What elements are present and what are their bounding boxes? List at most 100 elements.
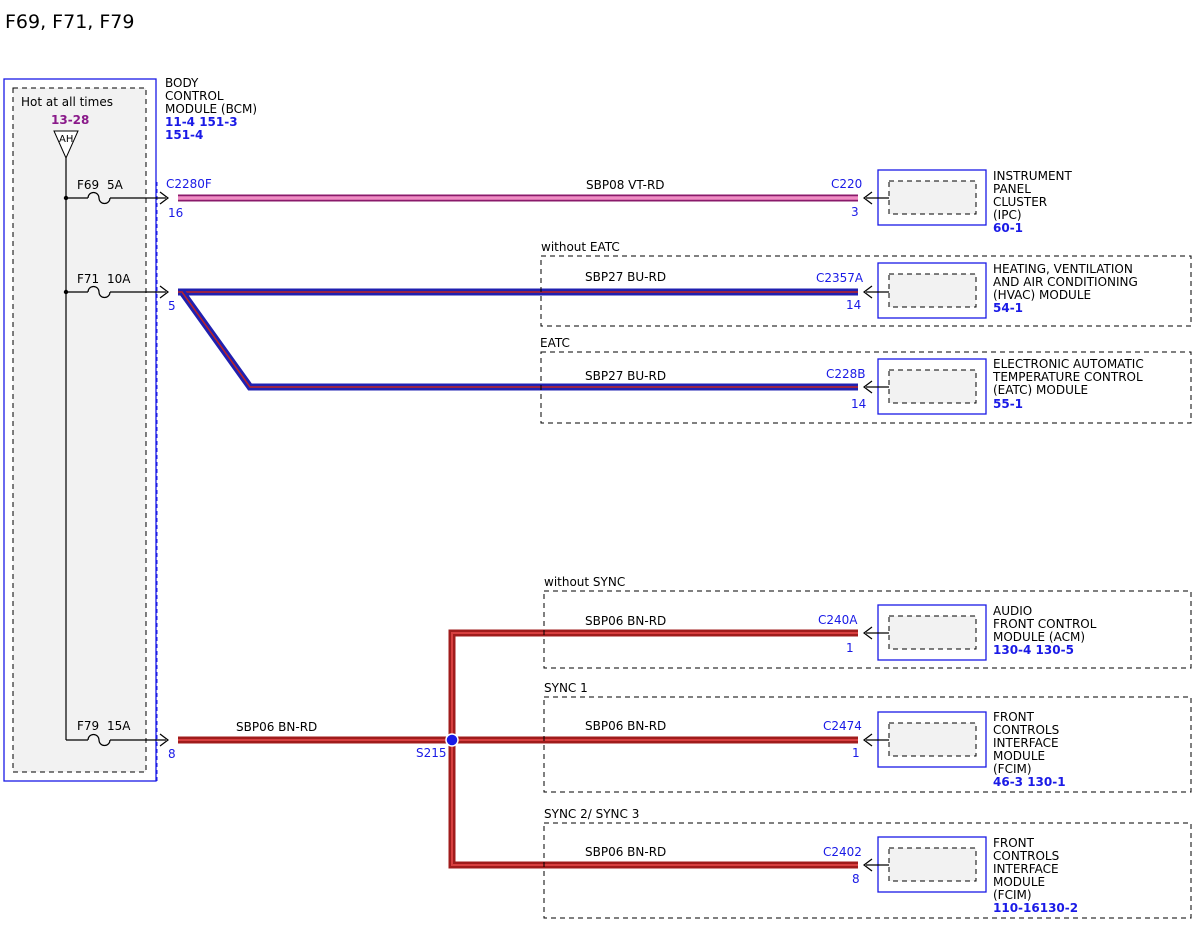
module-fcim2-name-4: MODULE <box>993 875 1045 889</box>
module-acm-inner <box>888 615 977 650</box>
module-acm[interactable] <box>863 604 987 661</box>
wire-label-acm: SBP06 BN-RD <box>585 614 666 628</box>
module-ipc[interactable] <box>863 169 987 226</box>
connector-fcim1-label[interactable]: C2474 <box>823 719 862 733</box>
fuse-f69-rating: 5A <box>107 178 124 192</box>
connector-eatc-pin: 14 <box>851 397 866 411</box>
group-label-hvac: without EATC <box>541 240 620 254</box>
module-ipc-name-4: (IPC) <box>993 208 1022 222</box>
hot-at-all-times-box <box>12 87 147 773</box>
wire-label-fcim1: SBP06 BN-RD <box>585 719 666 733</box>
module-fcim-sync1[interactable] <box>863 711 987 768</box>
connector-ipc-pin: 3 <box>851 205 859 219</box>
module-acm-name-2: FRONT CONTROL <box>993 617 1097 631</box>
bcm-name-line-2: CONTROL <box>165 89 224 103</box>
bcm-ref-line-1[interactable]: 11-4 151-3 <box>165 115 238 129</box>
module-ipc-name-3: CLUSTER <box>993 195 1047 209</box>
fuse-f71-icon <box>87 285 111 299</box>
module-fcim1-name-2: CONTROLS <box>993 723 1059 737</box>
module-ipc-ref[interactable]: 60-1 <box>993 221 1023 235</box>
bcm-name-line-1: BODY <box>165 76 199 90</box>
hot-ref-link[interactable]: 13-28 <box>51 113 89 127</box>
wire-label-hvac: SBP27 BU-RD <box>585 270 666 284</box>
group-label-fcim1: SYNC 1 <box>544 681 588 695</box>
fuse-f71-id: F71 <box>77 272 99 286</box>
connector-hvac-pin: 14 <box>846 298 861 312</box>
module-fcim1-name-3: INTERFACE <box>993 736 1059 750</box>
wire-f79 <box>178 629 858 869</box>
module-fcim1-name-1: FRONT <box>993 710 1035 724</box>
wire-label-ipc: SBP08 VT-RD <box>586 178 665 192</box>
module-fcim1-ref[interactable]: 46-3 130-1 <box>993 775 1066 789</box>
splice-s215-label[interactable]: S215 <box>416 746 447 760</box>
connector-acm-label[interactable]: C240A <box>818 613 858 627</box>
bcm-ref-line-2[interactable]: 151-4 <box>165 128 203 142</box>
wire-label-eatc: SBP27 BU-RD <box>585 369 666 383</box>
module-hvac-ref[interactable]: 54-1 <box>993 301 1023 315</box>
bcm-pin-f71: 5 <box>168 299 176 313</box>
connector-eatc-label[interactable]: C228B <box>826 367 866 381</box>
wire-eatc-stripe <box>181 291 858 388</box>
pin-arrow-f71-icon <box>159 285 169 299</box>
wire-label-f79: SBP06 BN-RD <box>236 720 317 734</box>
module-ipc-name-1: INSTRUMENT <box>993 169 1072 183</box>
bcm-outline <box>3 78 157 782</box>
group-label-acm: without SYNC <box>544 575 625 589</box>
module-eatc[interactable] <box>863 358 987 415</box>
fuse-f79-rating: 15A <box>107 719 131 733</box>
connector-acm-pin: 1 <box>846 641 854 655</box>
bcm-module: Hot at all times 13-28 AH BODY CONTROL M… <box>3 76 257 782</box>
module-eatc-ref[interactable]: 55-1 <box>993 397 1023 411</box>
wire-eatc-outer <box>179 289 858 391</box>
module-acm-name-1: AUDIO <box>993 604 1032 618</box>
splice-s215-dot[interactable] <box>445 733 459 747</box>
module-acm-ref[interactable]: 130-4 130-5 <box>993 643 1074 657</box>
module-fcim2-inner <box>888 847 977 882</box>
wire-f71 <box>178 288 858 391</box>
group-box-eatc <box>540 351 1192 424</box>
module-fcim2-name-3: INTERFACE <box>993 862 1059 876</box>
connector-hvac-label[interactable]: C2357A <box>816 271 864 285</box>
fuse-f79: F79 15A <box>66 719 169 747</box>
module-ipc-name-2: PANEL <box>993 182 1031 196</box>
module-eatc-name-1: ELECTRONIC AUTOMATIC <box>993 357 1144 371</box>
pin-arrow-f69-icon <box>159 191 169 205</box>
module-eatc-inner <box>888 369 977 404</box>
module-eatc-name-2: TEMPERATURE CONTROL <box>992 370 1143 384</box>
fuse-f69: F69 5A <box>66 178 169 205</box>
bcm-pin-f79: 8 <box>168 747 176 761</box>
module-ipc-inner <box>888 180 977 215</box>
connector-acm-arrow-icon <box>863 626 873 640</box>
pin-arrow-f79-icon <box>159 733 169 747</box>
connector-ipc-label[interactable]: C220 <box>831 177 862 191</box>
connector-fcim2-label[interactable]: C2402 <box>823 845 862 859</box>
module-fcim-sync2-sync3[interactable] <box>863 836 987 893</box>
module-fcim1-name-4: MODULE <box>993 749 1045 763</box>
bcm-pin-f69: 16 <box>168 206 183 220</box>
module-hvac-name-2: AND AIR CONDITIONING <box>993 275 1138 289</box>
module-hvac-name-1: HEATING, VENTILATION <box>993 262 1133 276</box>
group-box-fcim2 <box>543 822 1192 919</box>
module-fcim2-name-2: CONTROLS <box>993 849 1059 863</box>
fuse-f69-icon <box>87 191 111 205</box>
module-eatc-name-3: (EATC) MODULE <box>993 383 1088 397</box>
module-hvac-inner <box>888 273 977 308</box>
connector-fcim1-arrow-icon <box>863 733 873 747</box>
wire-label-fcim2: SBP06 BN-RD <box>585 845 666 859</box>
module-hvac[interactable] <box>863 262 987 319</box>
module-acm-name-3: MODULE (ACM) <box>993 630 1085 644</box>
connector-eatc-arrow-icon <box>863 380 873 394</box>
connector-fcim2-arrow-icon <box>863 858 873 872</box>
module-fcim1-name-5: (FCIM) <box>993 762 1032 776</box>
hot-at-all-times-label: Hot at all times <box>21 95 113 109</box>
page-title: F69, F71, F79 <box>5 11 134 33</box>
module-fcim2-ref[interactable]: 110-16130-2 <box>993 901 1078 915</box>
connector-fcim1-pin: 1 <box>852 746 860 760</box>
group-box-hvac <box>540 255 1192 327</box>
fuse-f79-icon <box>87 733 111 747</box>
connector-hvac-arrow-icon <box>863 285 873 299</box>
module-fcim2-name-5: (FCIM) <box>993 888 1032 902</box>
bcm-connector-label[interactable]: C2280F <box>166 177 212 191</box>
group-label-fcim2: SYNC 2/ SYNC 3 <box>544 807 639 821</box>
